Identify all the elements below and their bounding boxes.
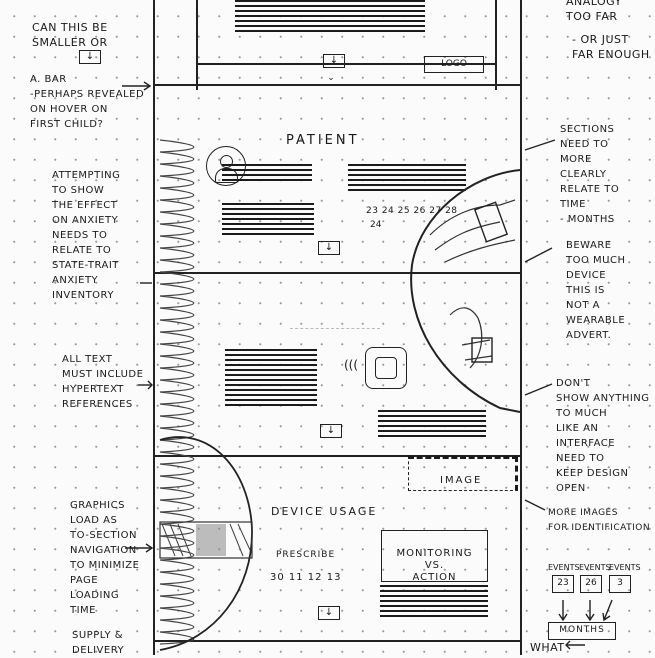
note-anxiety: ATTEMPTING TO SHOW THE EFFECT ON ANXIETY… (52, 170, 121, 301)
device-icon (365, 347, 407, 389)
note-analogy: ANALOGY TOO FAR (566, 0, 622, 23)
patient-text-left-bottom (222, 203, 314, 238)
patient-date-sub: 24 (370, 220, 382, 230)
note-graphics: GRAPHICS LOAD AS TO-SECTION NAVIGATION T… (70, 500, 140, 616)
page-bottom-edge (153, 640, 522, 642)
events-label-3: EVENTS (609, 563, 641, 572)
inner-left-edge (196, 0, 198, 90)
patient-down-arrow[interactable]: ↓ (318, 241, 340, 255)
events-label-2: EVENTS (579, 563, 611, 572)
header-divider (196, 63, 496, 65)
patient-text-right (348, 164, 466, 194)
section2-text-left (225, 349, 317, 409)
note-supply: SUPPLY & DELIVERY (72, 630, 125, 656)
patient-text-left-top (222, 164, 312, 184)
inner-right-edge (495, 0, 497, 90)
header-text-block (235, 0, 425, 35)
note-far-enough: - OR JUST FAR ENOUGH (572, 33, 650, 61)
logo-box: LOGO (424, 56, 484, 73)
faint-heading (290, 318, 380, 329)
page-right-edge (520, 0, 522, 655)
event-box-1[interactable]: 23 (552, 575, 574, 593)
note-sections: SECTIONS NEED TO MORE CLEARLY RELATE TO … (560, 124, 620, 225)
note-hypertext: ALL TEXT MUST INCLUDE HYPERTEXT REFERENC… (62, 354, 144, 410)
nav-arrow[interactable]: ⌄ (327, 73, 335, 83)
months-box[interactable]: MONTHS (548, 622, 616, 640)
note-more-images: MORE IMAGES FOR IDENTIFICATION (548, 508, 651, 533)
events-label-1: EVENTS (548, 563, 580, 572)
device-usage-text (380, 585, 488, 620)
monitoring-box: MONITORING VS. ACTION (381, 530, 488, 583)
device-usage-title: DEVICE USAGE (271, 505, 378, 518)
patient-title: PATIENT (286, 133, 360, 148)
image-label: IMAGE (440, 475, 483, 486)
months-label: MONTHS (559, 625, 605, 635)
nav-divider (153, 84, 522, 86)
squiggle-scrollbar (159, 139, 195, 645)
event-value-2: 26 (585, 578, 597, 588)
note-what: WHAT (530, 641, 565, 654)
header-down-arrow[interactable]: ↓ (323, 54, 345, 68)
event-box-2[interactable]: 26 (580, 575, 602, 593)
note-smaller: CAN THIS BE SMALLER OR (32, 21, 108, 49)
prescribe-label: PRESCRIBE (276, 550, 336, 560)
section-divider-2 (153, 455, 522, 457)
event-box-3[interactable]: 3 (609, 575, 631, 593)
section2-down-arrow[interactable]: ↓ (320, 424, 342, 438)
event-value-1: 23 (557, 578, 569, 588)
hand-sketch-top (429, 199, 516, 263)
prescribe-dates: 30 11 12 13 (270, 572, 342, 583)
monitoring-label: MONITORING VS. ACTION (396, 548, 473, 583)
page-left-edge (153, 0, 155, 655)
hand-circle (410, 169, 521, 413)
image-placeholder (408, 456, 518, 491)
logo-label: LOGO (441, 59, 467, 69)
device-usage-down-arrow[interactable]: ↓ (318, 606, 340, 620)
note-bar: A. BAR -PERHAPS REVEALED ON HOVER ON FIR… (30, 74, 145, 130)
note-smaller-arrow-box: ↓ (79, 50, 101, 64)
band-graphic (159, 521, 253, 559)
vibration-icon: ((( (344, 358, 359, 372)
section-divider-1 (153, 272, 522, 274)
note-beware: BEWARE TOO MUCH DEVICE THIS IS NOT A WEA… (566, 240, 626, 341)
note-dont-show: DON'T SHOW ANYTHING TO MUCH LIKE AN INTE… (556, 378, 650, 494)
patient-dates: 23 24 25 26 27 28 (366, 206, 458, 216)
section2-text-right (378, 410, 486, 440)
hand-sketch-bottom (449, 307, 493, 369)
event-value-3: 3 (617, 578, 623, 588)
